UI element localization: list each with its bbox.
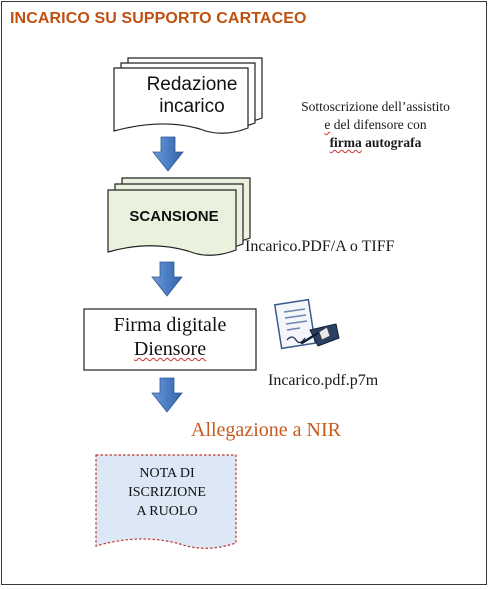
down-arrow-icon — [151, 261, 183, 297]
nota-line3: A RUOLO — [136, 504, 198, 519]
redazione-line1: Redazione — [146, 74, 238, 95]
firma-digitale-box — [83, 308, 257, 371]
diagram-title: INCARICO SU SUPPORTO CARTACEO — [10, 10, 307, 27]
sottoscrizione-line2: e del difensore con — [324, 117, 427, 132]
firma-digitale-label: Firma digitale Diensore — [84, 313, 256, 361]
firma-line2: Diensore — [133, 338, 207, 360]
firma-line1: Firma digitale — [113, 314, 227, 336]
sottoscrizione-line3: firma autografa — [329, 135, 422, 150]
scansione-document-stack — [107, 177, 251, 256]
redazione-incarico-label: Redazione incarico — [118, 74, 266, 118]
scansione-label: SCANSIONE — [129, 208, 219, 225]
nota-iscrizione-label: NOTA DI ISCRIZIONE A RUOLO — [97, 464, 237, 521]
nota-iscrizione-document — [95, 454, 237, 549]
nota-line1: NOTA DI — [139, 466, 195, 481]
pdf-caption: Incarico.PDF/A o TIFF — [245, 238, 395, 255]
redazione-document-stack — [113, 57, 263, 134]
redazione-line2: incarico — [159, 96, 225, 117]
signing-hand-document-icon — [273, 298, 340, 350]
down-arrow-icon — [152, 136, 184, 172]
allegazione-caption: Allegazione a NIR — [191, 419, 341, 441]
sottoscrizione-line1: Sottoscrizione dell’assistito — [301, 99, 450, 114]
down-arrow-icon — [151, 377, 183, 413]
sottoscrizione-caption: Sottoscrizione dell’assistito e del dife… — [268, 98, 483, 152]
nota-line2: ISCRIZIONE — [128, 485, 206, 500]
p7m-caption: Incarico.pdf.p7m — [268, 372, 379, 389]
